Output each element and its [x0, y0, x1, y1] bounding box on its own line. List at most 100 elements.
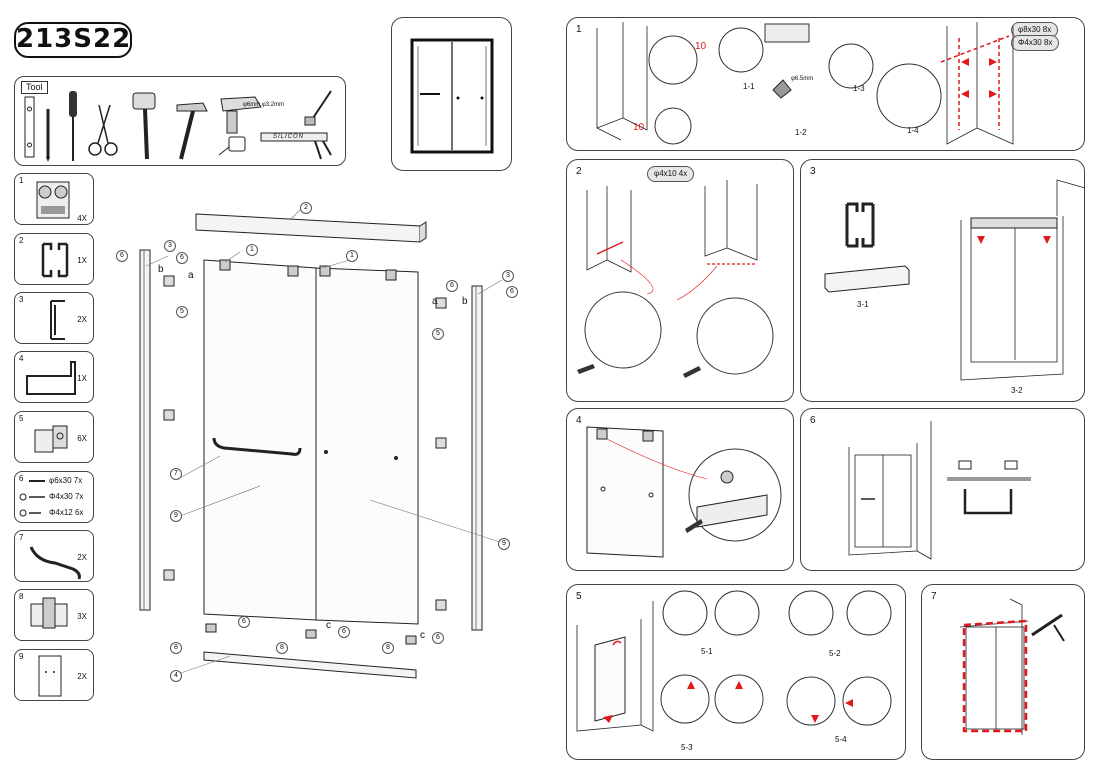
part-8-card: 8 3X: [14, 589, 94, 641]
step-5-number: 5: [576, 591, 582, 602]
step-3-drawing: [824, 179, 1086, 381]
label-a-right: a: [432, 296, 438, 307]
step-1-sub-3: 1-3: [853, 84, 865, 93]
hammer-icon: [176, 102, 208, 160]
step-7-panel: 7: [921, 584, 1085, 760]
callout-9b: 9: [498, 538, 510, 550]
step-5-sub-1: 5-1: [701, 647, 713, 656]
towel-bar-icon: [29, 546, 81, 580]
tools-panel: Tool φ6mm φ3.2mm SILICON: [14, 76, 346, 166]
screws-icon: [19, 480, 45, 517]
callout-6f: 6: [338, 626, 350, 638]
step-5-drawing: [576, 590, 892, 732]
callout-5b: 5: [432, 328, 444, 340]
left-wall-profile-icon: [139, 249, 151, 611]
glass-panel-icon: [38, 655, 62, 697]
step-5-panel: 5 5-1 5-2 5-3 5-4: [566, 584, 906, 760]
callout-6a: 6: [116, 250, 128, 262]
step-6-panel: 6: [800, 408, 1085, 571]
step-6-drawing: [848, 421, 1031, 560]
step-3-sub-1: 3-1: [857, 300, 869, 309]
screw-spec-3: Φ4x12 6x: [49, 508, 84, 517]
step-1-screw-badge-2: Φ4x30 8x: [1011, 35, 1060, 51]
part-9-card: 9 2X: [14, 649, 94, 701]
step-2-panel: 2 φ4x10 4x: [566, 159, 794, 402]
callout-8a: 8: [170, 642, 182, 654]
part-4-card: 4 1X: [14, 351, 94, 403]
part-2-card: 2 1X: [14, 233, 94, 285]
screw-spec-1: φ6x30 7x: [49, 476, 83, 485]
product-preview-panel: [391, 17, 512, 171]
callout-8b: 8: [276, 642, 288, 654]
silicone-gun-icon: [260, 132, 332, 160]
label-c-1: c: [326, 620, 331, 631]
silicone-seal-path: [962, 619, 1028, 733]
caulking-gun-icon: [1031, 613, 1065, 642]
step-5-sub-2: 5-2: [829, 649, 841, 658]
callout-8c: 8: [382, 642, 394, 654]
callout-9a: 9: [170, 510, 182, 522]
step-3-sub-2: 3-2: [1011, 386, 1023, 395]
part-3-card: 3 2X: [14, 292, 94, 344]
scissors-icon: [88, 104, 118, 156]
label-b-left: b: [158, 264, 164, 275]
callout-6c: 6: [446, 280, 458, 292]
screwdriver-icon: [69, 91, 77, 161]
callout-7: 7: [170, 468, 182, 480]
bottom-guide-icon: [203, 651, 417, 679]
tools-label: Tool: [21, 81, 48, 94]
right-glass-panel-icon: [315, 267, 419, 625]
measuring-tape-icon: [218, 136, 246, 156]
step-4-number: 4: [576, 415, 582, 426]
top-track-icon: [195, 213, 427, 243]
callout-6d: 6: [506, 286, 518, 298]
level-icon: [24, 96, 35, 158]
towel-bar-mount-icon: [947, 460, 1031, 515]
drill-icon: [220, 96, 262, 134]
step-1-dim-bottom: 10: [633, 122, 645, 133]
callout-1b: 1: [346, 250, 358, 262]
part-6-card: 6 φ6x30 7x Φ4x30 7x Φ4x12 6x: [14, 471, 94, 523]
tools-drawing: [24, 90, 332, 162]
exploded-view-drawing: [139, 209, 507, 679]
step-3-number: 3: [810, 166, 816, 177]
left-glass-panel-icon: [203, 259, 317, 621]
towel-bar-icon: [212, 437, 302, 456]
floor-guide-icon: [30, 597, 68, 629]
callout-6b: 6: [176, 252, 188, 264]
step-1-drawing: [596, 22, 1014, 145]
step-7-drawing: [959, 598, 1065, 735]
shower-door-preview-icon: [410, 38, 494, 154]
wall-profile-icon: [50, 300, 65, 340]
roller-bracket-icon: [36, 181, 70, 219]
step-7-number: 7: [931, 591, 937, 602]
step-1-sub-2: 1-2: [795, 128, 807, 137]
step-1-drill-bit: φ6.5mm: [791, 76, 814, 82]
silicone-label: SILICON: [273, 134, 305, 140]
label-c-2: c: [420, 630, 425, 641]
callout-2: 2: [300, 202, 312, 214]
part-7-card: 7 2X: [14, 530, 94, 582]
callout-3b: 3: [502, 270, 514, 282]
step-5-sub-3: 5-3: [681, 743, 693, 752]
callout-6g: 6: [432, 632, 444, 644]
check-options-icon: [764, 23, 810, 43]
step-1-dim-top: 10: [695, 41, 707, 52]
step-4-drawing: [586, 426, 782, 558]
top-track-profile-icon: [41, 242, 69, 278]
step-1-number: 1: [576, 24, 582, 35]
step-3-panel: 3 3-1 3-2: [800, 159, 1086, 402]
label-b-right: b: [462, 296, 468, 307]
bottom-guide-profile-icon: [26, 361, 76, 395]
step-1-panel: 1 φ8x30 8x Φ4x30 8x 10 10 φ6.5mm 1-1 1-2…: [566, 17, 1085, 151]
step-2-number: 2: [576, 166, 582, 177]
glass-clamp-icon: [34, 425, 68, 453]
label-a-left: a: [188, 270, 194, 281]
step-1-sub-1: 1-1: [743, 82, 755, 91]
red-guide-lines: [940, 35, 1010, 130]
step-2-drawing: [577, 180, 774, 378]
model-number: 213S22: [14, 22, 132, 58]
callout-4: 4: [170, 670, 182, 682]
mallet-icon: [132, 92, 156, 160]
step-2-screw-badge: φ4x10 4x: [647, 166, 695, 182]
